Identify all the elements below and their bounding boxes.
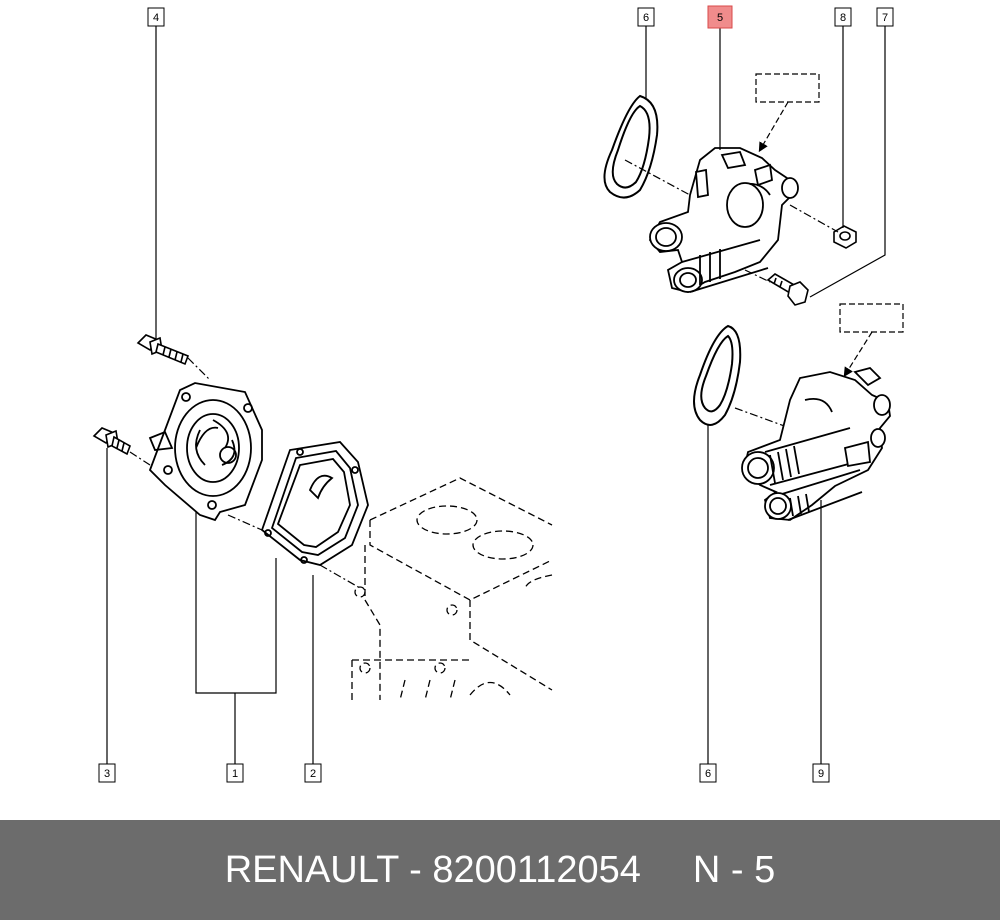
callout-3: 3 <box>98 763 116 783</box>
callout-8: 8 <box>834 7 852 27</box>
callout-5-highlighted: 5 <box>707 5 733 29</box>
o-ring-upper <box>603 94 659 199</box>
svg-text:8: 8 <box>840 12 846 24</box>
exploded-parts-diagram: 4 6 5 8 7 3 1 2 6 9 <box>92 5 904 783</box>
svg-text:4: 4 <box>153 12 159 24</box>
svg-text:7: 7 <box>882 12 888 24</box>
engine-block-outline <box>351 477 553 701</box>
callout-9: 9 <box>812 763 830 783</box>
page-reference: N - 5 <box>692 848 776 891</box>
svg-text:9: 9 <box>818 768 824 780</box>
bolt-3 <box>92 427 131 456</box>
svg-text:6: 6 <box>643 12 649 24</box>
callout-2: 2 <box>304 763 322 783</box>
callout-6-bottom: 6 <box>699 763 717 783</box>
brand-part-number: RENAULT - 8200112054 <box>224 848 641 891</box>
reference-arrows <box>758 101 873 378</box>
callout-1: 1 <box>226 763 244 783</box>
alignment-lines-right <box>624 159 839 429</box>
o-ring-lower <box>693 324 742 426</box>
callout-7: 7 <box>876 7 894 27</box>
thermostat-housing-upper <box>648 147 799 293</box>
thermostat-housing-lower <box>741 366 891 521</box>
svg-text:6: 6 <box>705 768 711 780</box>
svg-text:2: 2 <box>310 768 316 780</box>
callout-6-top: 6 <box>637 7 655 27</box>
alignment-lines-left <box>129 357 361 589</box>
water-pump <box>148 382 263 522</box>
footer-banner: RENAULT - 8200112054 N - 5 <box>0 820 1000 920</box>
nut-8 <box>833 225 857 249</box>
water-pump-gasket <box>260 441 369 566</box>
svg-text:5: 5 <box>717 12 723 24</box>
bolt-7 <box>766 273 809 306</box>
svg-text:3: 3 <box>104 768 110 780</box>
bolt-4 <box>136 334 190 366</box>
leader-lines <box>106 26 886 764</box>
svg-text:1: 1 <box>232 768 238 780</box>
callout-4: 4 <box>147 7 165 27</box>
